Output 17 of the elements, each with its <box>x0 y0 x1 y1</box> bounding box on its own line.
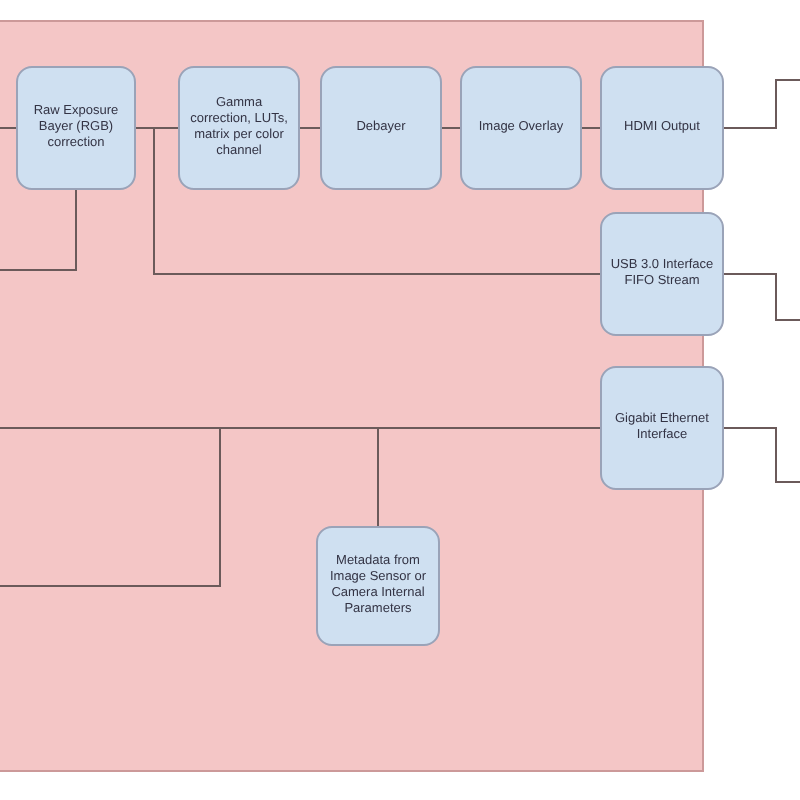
connector-line <box>441 127 461 129</box>
connector-line <box>299 127 321 129</box>
process-box <box>320 66 442 190</box>
connector-line <box>723 273 800 321</box>
process-box <box>178 66 300 190</box>
process-box <box>600 212 724 336</box>
process-box <box>460 66 582 190</box>
process-box <box>16 66 136 190</box>
process-box <box>600 66 724 190</box>
connector-line <box>0 127 17 129</box>
connector-line <box>723 79 800 129</box>
connector-line <box>581 127 601 129</box>
process-box <box>316 526 440 646</box>
connector-line <box>135 127 601 275</box>
process-box <box>600 366 724 490</box>
connector-line <box>723 427 800 483</box>
connector-line <box>0 189 77 271</box>
